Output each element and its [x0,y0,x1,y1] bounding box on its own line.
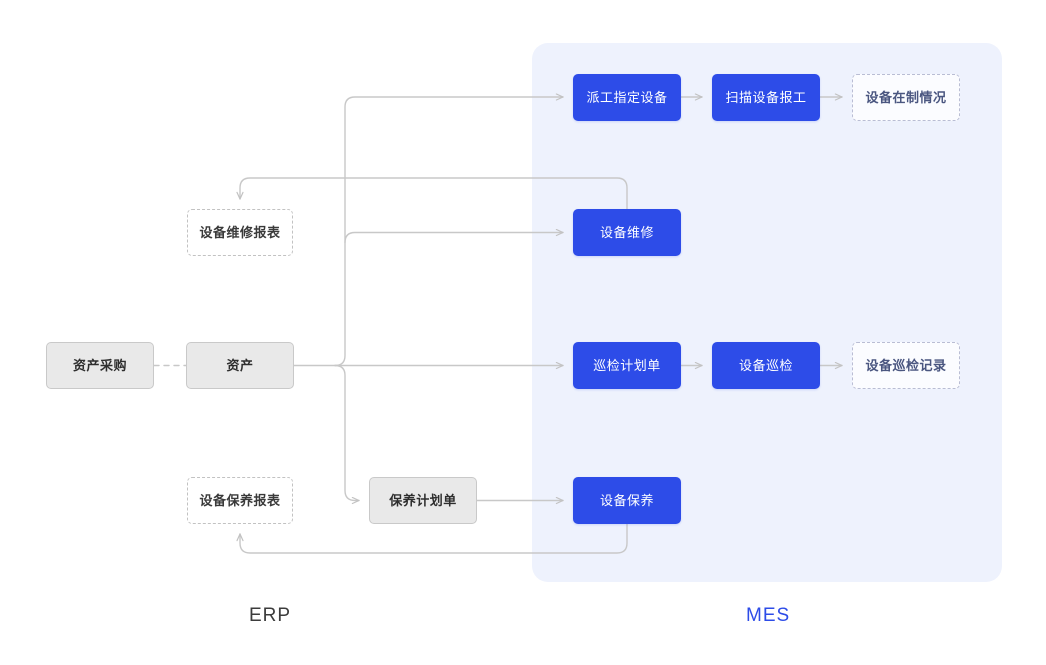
node-maint-plan[interactable]: 保养计划单 [369,477,477,524]
edge-asset-to-dispatch [334,93,564,367]
node-label: 巡检计划单 [593,357,661,373]
connector-layer [153,93,843,554]
node-wip-status[interactable]: 设备在制情况 [852,74,960,121]
node-label: 设备在制情况 [865,89,947,105]
node-label: 保养计划单 [389,492,457,508]
node-label: 设备保养 [599,492,654,508]
edge-repair-to-report [236,177,628,210]
zone-label-erp: ERP [249,605,292,626]
node-equip-repair[interactable]: 设备维修 [573,209,681,256]
node-label: 派工指定设备 [586,89,668,105]
node-label: 设备维修 [599,224,654,240]
node-dispatch[interactable]: 派工指定设备 [573,74,681,121]
node-label: 设备维修报表 [199,224,281,240]
node-repair-report[interactable]: 设备维修报表 [187,209,293,256]
node-label: 扫描设备报工 [725,89,807,105]
node-label: 资产 [226,357,254,373]
edge-maint-to-report [236,523,628,554]
node-equip-inspect[interactable]: 设备巡检 [712,342,820,389]
node-inspect-plan[interactable]: 巡检计划单 [573,342,681,389]
node-inspect-record[interactable]: 设备巡检记录 [852,342,960,389]
node-asset-purchase[interactable]: 资产采购 [46,342,154,389]
node-label: 设备保养报表 [199,492,281,508]
node-maint-report[interactable]: 设备保养报表 [187,477,293,524]
node-scan-report[interactable]: 扫描设备报工 [712,74,820,121]
node-asset[interactable]: 资产 [186,342,294,389]
node-label: 设备巡检 [738,357,793,373]
mes-panel-background [532,43,1002,582]
node-label: 设备巡检记录 [865,357,947,373]
node-equip-maint[interactable]: 设备保养 [573,477,681,524]
edge-asset-to-maint-plan [334,364,360,505]
node-label: 资产采购 [72,357,127,373]
zone-label-mes: MES [746,605,791,626]
edge-asset-to-equip-repair [344,228,564,244]
